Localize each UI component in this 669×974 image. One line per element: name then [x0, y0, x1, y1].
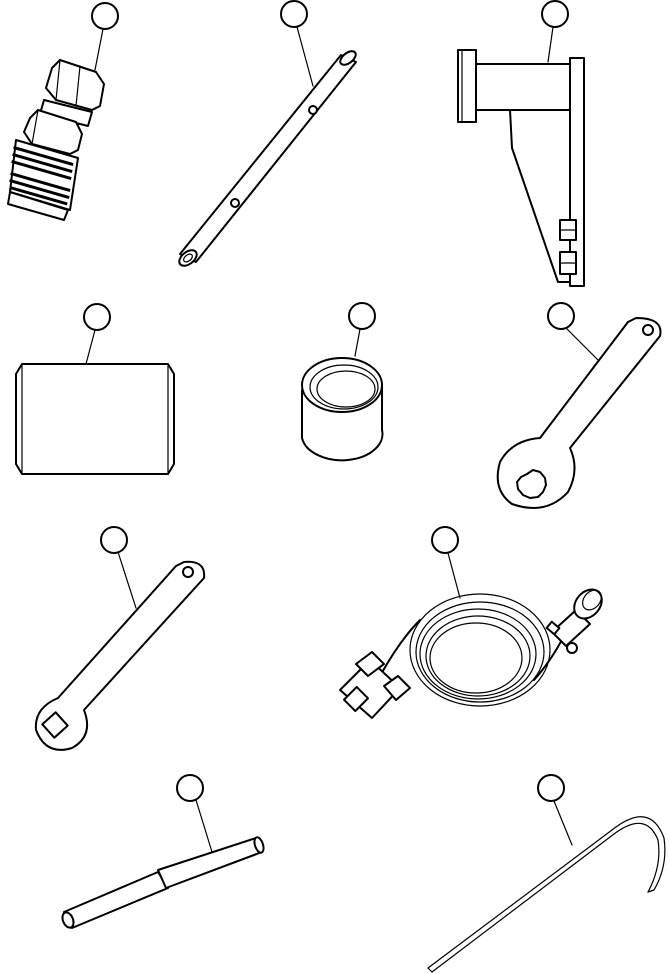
box-end-wrench-splined: [496, 302, 662, 509]
quick-disconnect-coupling: [7, 2, 119, 221]
mounting-bracket: [457, 0, 585, 287]
callout-bubble: [547, 302, 575, 330]
callout-bubble: [280, 0, 308, 28]
hook-rod: [427, 774, 666, 973]
callout-bubble: [91, 2, 119, 30]
leader-line: [565, 327, 601, 363]
sleeve: [15, 303, 175, 475]
leader-line: [553, 800, 573, 846]
ring: [301, 302, 384, 462]
square-drive-wrench: [34, 526, 206, 751]
callout-bubble: [541, 0, 569, 28]
leader-line: [547, 26, 554, 63]
leader-line: [117, 551, 137, 609]
leader-line: [85, 329, 96, 365]
leader-line: [354, 328, 361, 357]
callout-bubble: [176, 774, 204, 802]
probe-tool: [61, 774, 265, 929]
drilled-tube: [178, 0, 357, 267]
callout-bubble: [431, 526, 459, 554]
leader-line: [296, 26, 314, 87]
callout-bubble: [537, 774, 565, 802]
callout-bubble: [100, 526, 128, 554]
leader-line: [94, 28, 104, 71]
callout-bubble: [348, 302, 376, 330]
leader-line: [195, 799, 213, 853]
leader-line: [447, 552, 461, 599]
diagnostic-cable: [339, 526, 603, 719]
callout-bubble: [83, 303, 111, 331]
